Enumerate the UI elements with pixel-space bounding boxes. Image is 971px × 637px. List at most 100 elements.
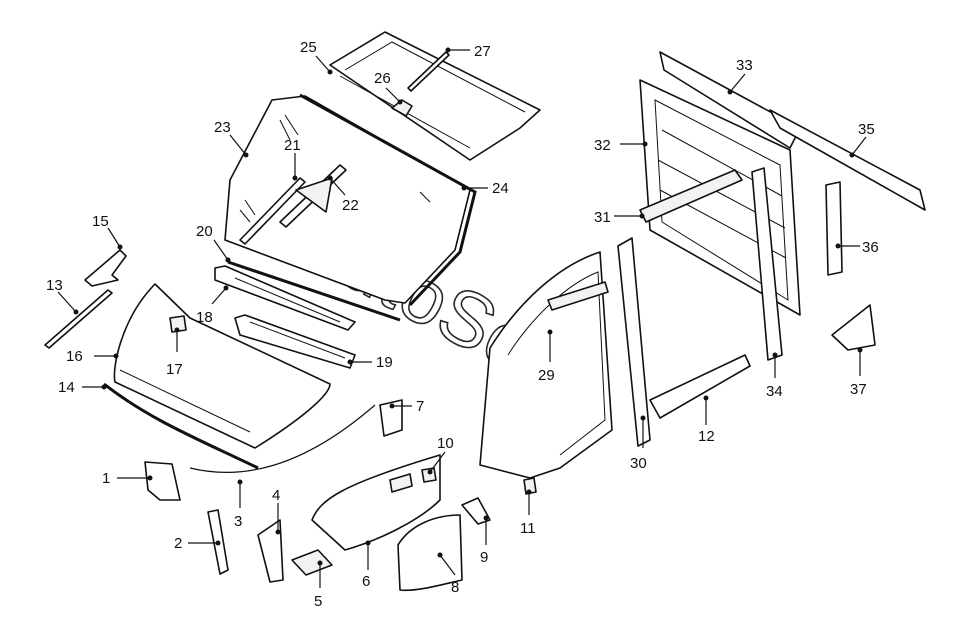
bonnet-cable <box>189 404 376 473</box>
bonnet-hinge <box>84 249 127 287</box>
part-number: 30 <box>630 455 647 472</box>
part-number: 19 <box>376 354 393 371</box>
part-number: 14 <box>58 379 75 396</box>
callout-11: 11 <box>520 489 536 537</box>
fastener-10 <box>421 467 437 483</box>
part-number: 6 <box>362 573 370 590</box>
callout-3: 3 <box>234 479 243 530</box>
part-number: 34 <box>766 383 783 400</box>
callout-10: 10 <box>427 435 454 475</box>
part-number: 7 <box>416 398 424 415</box>
bracket-37 <box>831 304 876 351</box>
callout-12: 12 <box>698 395 715 445</box>
callout-20: 20 <box>196 223 231 263</box>
part-number: 16 <box>66 348 83 365</box>
antenna <box>407 51 450 92</box>
rear-longitudinal <box>769 109 926 211</box>
sill-clip <box>523 477 537 495</box>
part-number: 24 <box>492 180 509 197</box>
bonnet-stay <box>44 289 113 349</box>
roof-rail <box>659 51 801 149</box>
bracket-7 <box>379 399 403 437</box>
part-number: 20 <box>196 223 213 240</box>
callout-5: 5 <box>314 560 323 610</box>
callout-27: 27 <box>445 43 491 60</box>
part-number: 13 <box>46 277 63 294</box>
roof-panel <box>329 31 541 161</box>
post-36 <box>825 181 843 276</box>
part-number: 29 <box>538 367 555 384</box>
callout-21: 21 <box>284 137 301 181</box>
callout-4: 4 <box>272 487 281 535</box>
a-pillar <box>617 237 651 447</box>
callout-8: 8 <box>437 552 459 596</box>
callout-30: 30 <box>630 415 647 472</box>
part-number: 21 <box>284 137 301 154</box>
callout-34: 34 <box>766 352 783 400</box>
part-number: 22 <box>342 197 359 214</box>
small-bracket-5 <box>291 549 333 576</box>
part-number: 37 <box>850 381 867 398</box>
callout-37: 37 <box>850 347 867 398</box>
rear-pillar <box>751 167 783 361</box>
part-number: 2 <box>174 535 182 552</box>
part-number: 9 <box>480 549 488 566</box>
callout-13: 13 <box>46 277 79 315</box>
callout-17: 17 <box>166 327 183 378</box>
part-number: 17 <box>166 361 183 378</box>
callout-35: 35 <box>849 121 875 158</box>
lock-bracket <box>144 461 181 501</box>
callout-32: 32 <box>594 137 648 154</box>
cross-member <box>639 169 743 223</box>
callout-33: 33 <box>727 57 753 95</box>
callout-23: 23 <box>214 119 249 158</box>
callout-18: 18 <box>196 285 229 326</box>
callout-22: 22 <box>327 175 359 214</box>
part-number: 31 <box>594 209 611 226</box>
callout-2: 2 <box>174 535 221 552</box>
sill-panel <box>649 354 751 419</box>
callout-7: 7 <box>389 398 424 415</box>
cowl-panel <box>214 265 356 331</box>
part-number: 12 <box>698 428 715 445</box>
callout-15: 15 <box>92 213 123 250</box>
part-number: 5 <box>314 593 322 610</box>
callout-24: 24 <box>461 180 509 197</box>
callout-6: 6 <box>362 540 371 590</box>
callout-14: 14 <box>58 379 107 396</box>
windscreen-seal <box>299 93 477 307</box>
callout-19: 19 <box>347 354 393 371</box>
part-number: 1 <box>102 470 110 487</box>
part-number: 36 <box>862 239 879 256</box>
bonnet-catch <box>169 315 187 333</box>
part-number: 15 <box>92 213 109 230</box>
bonnet-seal <box>103 382 259 470</box>
callout-16: 16 <box>66 348 119 365</box>
wheel-arch-liner <box>397 514 463 592</box>
callout-31: 31 <box>594 209 645 226</box>
part-number: 23 <box>214 119 231 136</box>
callout-36: 36 <box>835 239 879 256</box>
part-number: 33 <box>736 57 753 74</box>
callout-25: 25 <box>300 39 333 75</box>
mount-9 <box>461 497 491 525</box>
bonnet <box>113 283 331 449</box>
part-number: 11 <box>520 520 536 537</box>
part-number: 25 <box>300 39 317 56</box>
part-number: 3 <box>234 513 242 530</box>
callout-29: 29 <box>538 329 555 384</box>
wiper-arm <box>239 164 347 245</box>
part-number: 10 <box>437 435 454 452</box>
pillar-bracket-4 <box>257 519 284 583</box>
part-number: 18 <box>196 309 213 326</box>
part-number: 26 <box>374 70 391 87</box>
front-wing <box>311 454 441 551</box>
callout-1: 1 <box>102 470 153 487</box>
callout-9: 9 <box>480 515 489 566</box>
part-number: 27 <box>474 43 491 60</box>
part-number: 35 <box>858 121 875 138</box>
cowl-strip <box>227 260 401 322</box>
part-number: 32 <box>594 137 611 154</box>
